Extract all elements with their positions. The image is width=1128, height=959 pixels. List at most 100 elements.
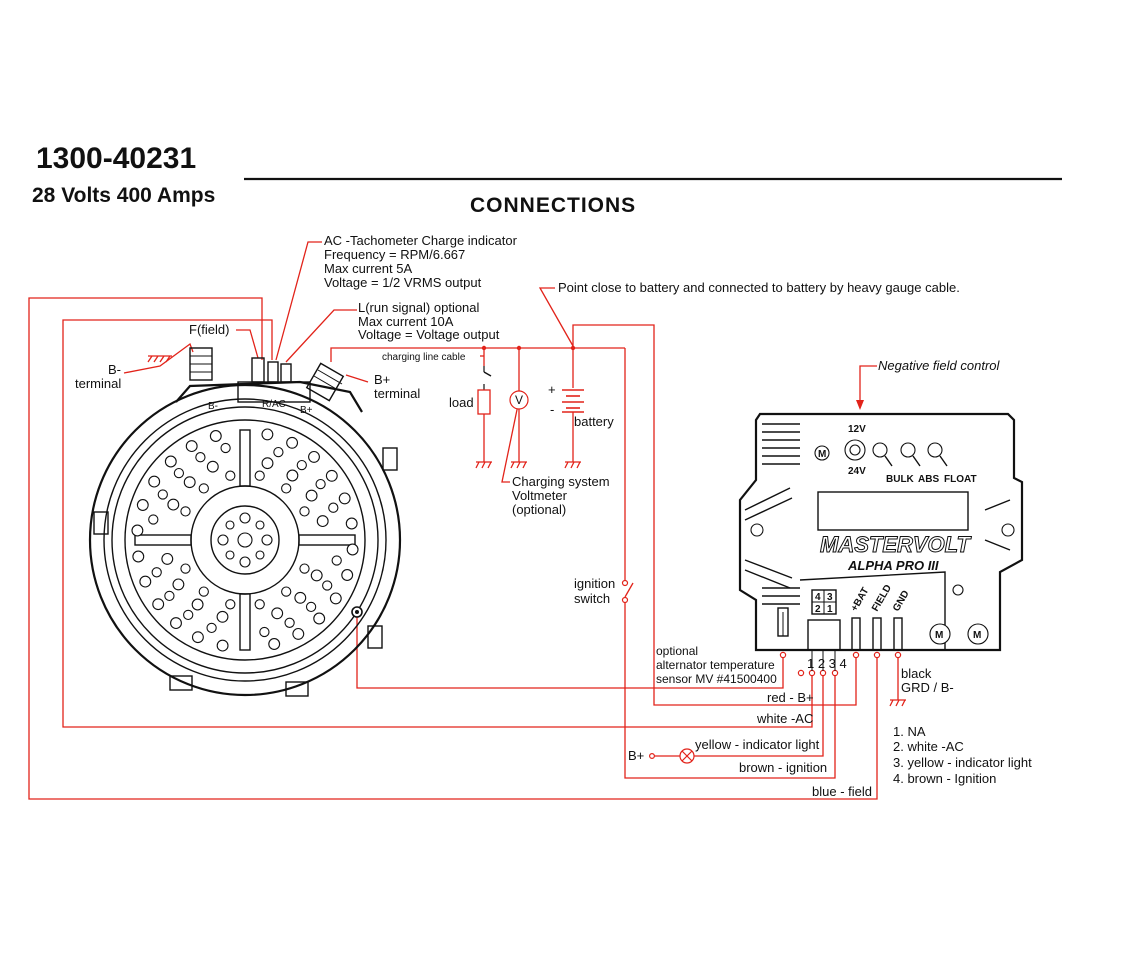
battery-label: battery bbox=[574, 414, 614, 429]
ignition-label-2: switch bbox=[574, 591, 610, 606]
wire-temp-sensor bbox=[356, 612, 784, 689]
vent-hole bbox=[284, 617, 295, 628]
leader-voltmeter bbox=[501, 399, 520, 483]
vent-hole bbox=[271, 607, 284, 620]
plug-pin-4: 4 bbox=[815, 592, 821, 603]
temp-sensor-label-3: sensor MV #41500400 bbox=[656, 672, 777, 686]
voltmeter-symbol: V bbox=[509, 390, 529, 469]
vent-hole bbox=[322, 580, 333, 591]
vent-hole bbox=[325, 469, 338, 482]
m-button-3: M bbox=[818, 449, 826, 460]
wire-white-ac bbox=[62, 319, 813, 728]
label-red-bplus: red - B+ bbox=[767, 690, 814, 705]
callout-ac-tacho-2: Frequency = RPM/6.667 bbox=[324, 247, 465, 262]
legend-item-1: 1. NA bbox=[893, 724, 926, 739]
vent-hole bbox=[195, 452, 206, 463]
callout-battery-point: Point close to battery and connected to … bbox=[558, 280, 960, 295]
vent-hole bbox=[341, 569, 354, 581]
vent-hole bbox=[254, 599, 265, 610]
vent-hole bbox=[294, 591, 307, 604]
indicator-lamp bbox=[648, 748, 695, 764]
vent-hole bbox=[183, 609, 194, 621]
callout-run-signal-1: L(run signal) optional bbox=[358, 300, 480, 315]
leader-field bbox=[236, 329, 259, 359]
vent-hole bbox=[331, 555, 342, 566]
negative-field-label: Negative field control bbox=[878, 358, 1001, 373]
terminal-bat: +BAT bbox=[849, 586, 871, 614]
b-minus-terminal-label: terminal bbox=[75, 376, 121, 391]
label-white-ac: white -AC bbox=[756, 711, 813, 726]
vent-hole bbox=[148, 514, 159, 525]
plug-pin-3: 3 bbox=[827, 592, 833, 603]
vent-hole bbox=[132, 550, 145, 563]
vent-hole bbox=[164, 590, 175, 602]
vent-hole bbox=[191, 598, 204, 611]
vent-hole bbox=[148, 475, 161, 488]
vent-hole bbox=[292, 627, 305, 640]
case-b-plus: B+ bbox=[300, 405, 313, 416]
label-yellow: yellow - indicator light bbox=[695, 737, 820, 752]
leader-battery-point bbox=[538, 287, 574, 347]
callout-ac-tacho-3: Max current 5A bbox=[324, 261, 412, 276]
vent-hole bbox=[281, 483, 292, 494]
battery-symbol bbox=[562, 389, 584, 469]
vent-hole bbox=[225, 599, 236, 610]
vent-hole bbox=[313, 612, 326, 625]
part-number: 1300-40231 bbox=[36, 142, 196, 175]
junction-load bbox=[481, 345, 487, 351]
vent-hole bbox=[259, 626, 270, 638]
vent-hole bbox=[281, 586, 292, 597]
section-title: CONNECTIONS bbox=[470, 194, 636, 217]
label-bplus-source: B+ bbox=[628, 748, 644, 763]
b-minus-label: B- bbox=[108, 362, 121, 377]
leader-run-signal bbox=[285, 309, 357, 363]
voltmeter-label-3: (optional) bbox=[512, 502, 566, 517]
battery-plus: + bbox=[548, 382, 556, 397]
legend-item-3: 3. yellow - indicator light bbox=[893, 755, 1032, 770]
vent-hole bbox=[254, 470, 265, 481]
leader-ac-tacho bbox=[275, 241, 322, 361]
vent-hole bbox=[136, 499, 149, 511]
wiring bbox=[28, 241, 878, 800]
vent-hole bbox=[225, 470, 236, 481]
vent-hole bbox=[180, 563, 191, 574]
led-abs: ABS bbox=[918, 474, 939, 485]
wire-charging-line bbox=[330, 347, 625, 362]
vent-hole bbox=[268, 638, 281, 650]
vent-hole bbox=[305, 489, 318, 502]
callout-ac-tacho-4: Voltage = 1/2 VRMS output bbox=[324, 275, 482, 290]
field-label: F(field) bbox=[189, 322, 229, 337]
load-resistor bbox=[475, 366, 492, 469]
wire-brown-ignition bbox=[624, 603, 836, 779]
legend-item-2: 2. white -AC bbox=[893, 739, 964, 754]
case-rac: R/AC bbox=[262, 399, 286, 410]
vent-hole bbox=[273, 446, 284, 458]
vent-hole bbox=[170, 617, 182, 630]
vent-hole bbox=[296, 459, 307, 471]
label-black: black bbox=[901, 666, 932, 681]
voltmeter-label-1: Charging system bbox=[512, 474, 610, 489]
voltmeter-label-2: Voltmeter bbox=[512, 488, 568, 503]
vent-hole bbox=[261, 457, 274, 470]
arrow-negative-field bbox=[856, 400, 864, 410]
m-button-2: M bbox=[973, 630, 981, 641]
label-blue: blue - field bbox=[812, 784, 872, 799]
vent-hole bbox=[172, 578, 185, 591]
vent-hole bbox=[183, 476, 196, 489]
led-bulk: BULK bbox=[886, 474, 915, 485]
regulator-model: ALPHA PRO III bbox=[847, 558, 939, 573]
vent-hole bbox=[299, 506, 310, 517]
callout-ac-tacho-1: AC -Tachometer Charge indicator bbox=[324, 233, 518, 248]
label-grd: GRD / B- bbox=[901, 680, 954, 695]
vent-hole bbox=[198, 586, 209, 597]
pin-numbers: 1 2 3 4 bbox=[807, 656, 847, 671]
switch-24v: 24V bbox=[848, 466, 866, 477]
switch-12v: 12V bbox=[848, 424, 866, 435]
vent-hole bbox=[328, 502, 339, 513]
leader-b-plus bbox=[345, 374, 369, 383]
vent-hole bbox=[308, 450, 320, 463]
leader-negative-field bbox=[859, 365, 877, 406]
vent-hole bbox=[167, 498, 180, 511]
vent-hole bbox=[206, 622, 217, 634]
